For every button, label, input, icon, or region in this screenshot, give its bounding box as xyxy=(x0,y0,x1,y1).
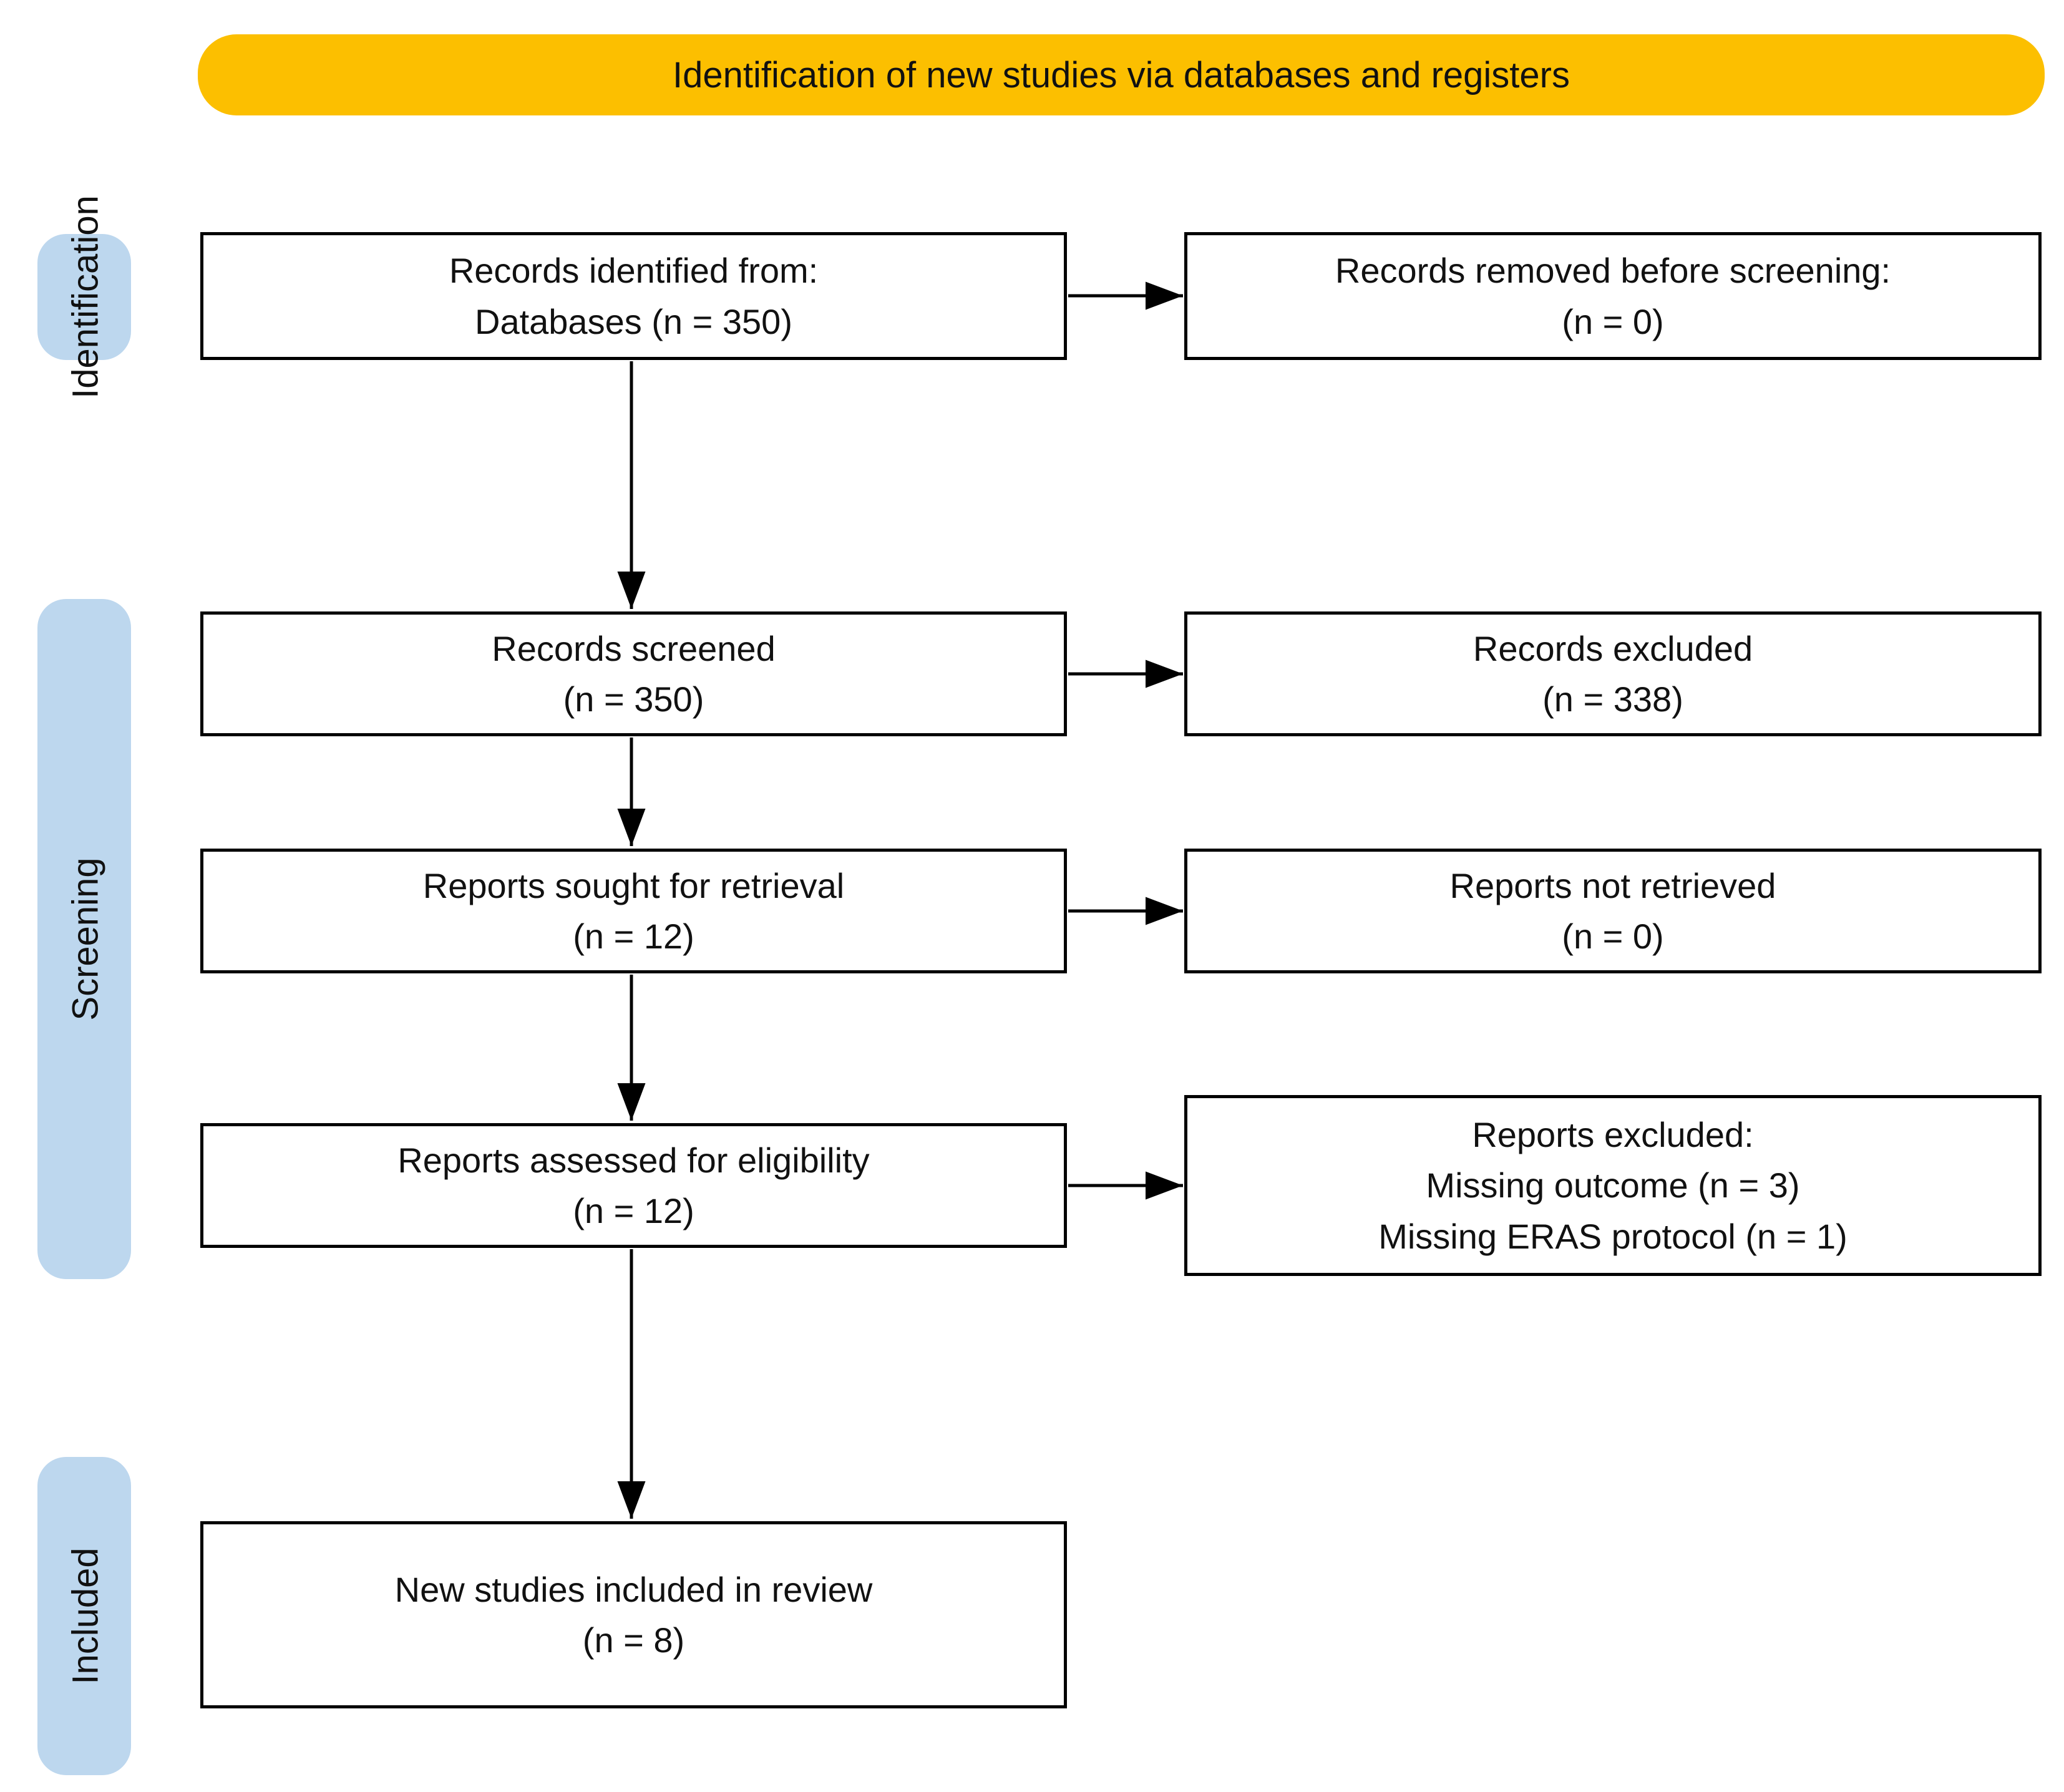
box-reports-not-retrieved-line1: Reports not retrieved xyxy=(1449,865,1776,905)
stage-shape-included xyxy=(37,1457,131,1775)
box-reports-assessed-line1: Reports assessed for eligibility xyxy=(397,1140,870,1180)
box-reports-excluded: Reports excluded: Missing outcome (n = 3… xyxy=(1184,1095,2042,1276)
box-records-excluded-line2: (n = 338) xyxy=(1542,679,1683,719)
box-records-screened: Records screened (n = 350) xyxy=(200,611,1067,736)
stage-label-included: Included xyxy=(65,1547,106,1685)
box-new-studies-included-line2: (n = 8) xyxy=(582,1620,685,1660)
box-records-excluded: Records excluded (n = 338) xyxy=(1184,611,2042,736)
box-reports-assessed: Reports assessed for eligibility (n = 12… xyxy=(200,1123,1067,1248)
box-records-identified: Records identified from: Databases (n = … xyxy=(200,232,1067,360)
stage-label-screening: Screening xyxy=(65,857,106,1021)
box-reports-excluded-line1: Reports excluded: xyxy=(1472,1115,1754,1155)
box-records-screened-line2: (n = 350) xyxy=(563,679,704,719)
box-records-removed-line1: Records removed before screening: xyxy=(1335,251,1891,291)
box-reports-excluded-line2: Missing outcome (n = 3) xyxy=(1426,1166,1800,1205)
box-records-excluded-line1: Records excluded xyxy=(1473,628,1753,668)
box-records-removed-line2: (n = 0) xyxy=(1562,301,1664,341)
box-reports-not-retrieved-line2: (n = 0) xyxy=(1562,917,1664,956)
box-reports-not-retrieved: Reports not retrieved (n = 0) xyxy=(1184,849,2042,973)
stage-shape-screening xyxy=(37,599,131,1279)
box-records-screened-line1: Records screened xyxy=(492,628,776,668)
box-new-studies-included-line1: New studies included in review xyxy=(394,1569,873,1609)
box-records-identified-line1: Records identified from: xyxy=(449,251,819,291)
title-banner-text: Identification of new studies via databa… xyxy=(673,54,1570,95)
box-new-studies-included: New studies included in review (n = 8) xyxy=(200,1521,1067,1708)
box-records-removed: Records removed before screening: (n = 0… xyxy=(1184,232,2042,360)
title-banner: Identification of new studies via databa… xyxy=(198,34,2045,115)
box-records-identified-line2: Databases (n = 350) xyxy=(475,301,792,341)
stage-shape-identification xyxy=(37,234,131,360)
box-reports-assessed-line2: (n = 12) xyxy=(573,1191,694,1230)
box-reports-sought: Reports sought for retrieval (n = 12) xyxy=(200,849,1067,973)
box-reports-excluded-line3: Missing ERAS protocol (n = 1) xyxy=(1378,1216,1847,1256)
box-reports-sought-line1: Reports sought for retrieval xyxy=(422,865,845,905)
box-reports-sought-line2: (n = 12) xyxy=(573,917,694,956)
stage-label-identification: Identification xyxy=(65,195,106,399)
